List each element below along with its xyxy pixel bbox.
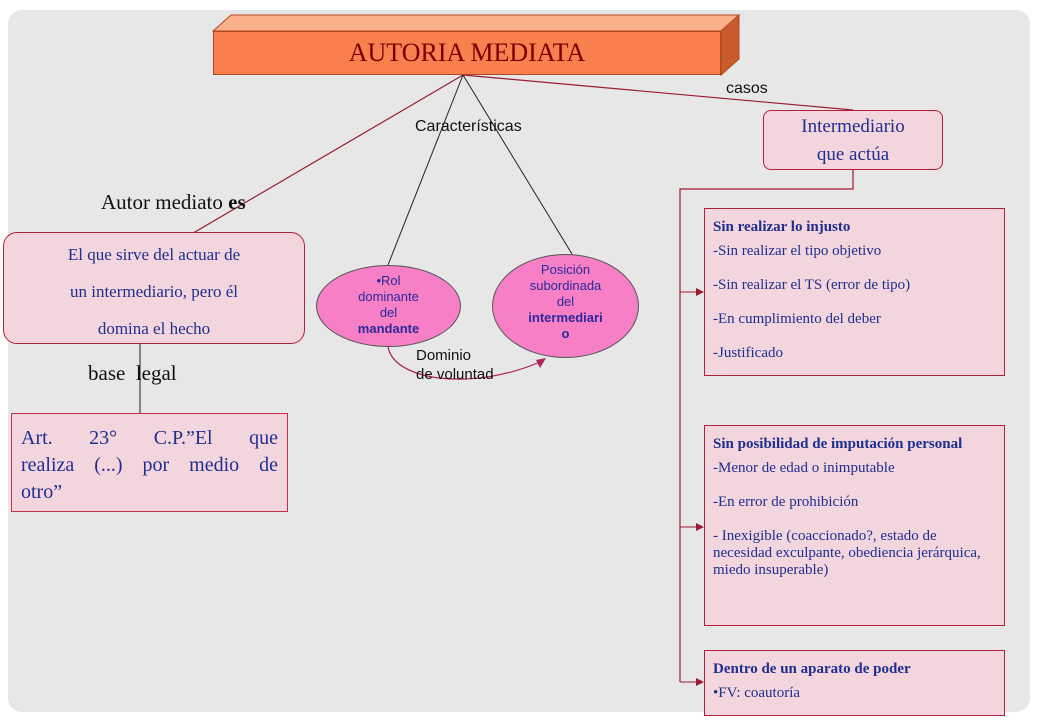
posicion-line4: intermediari <box>528 310 603 325</box>
rol-line4: mandante <box>357 321 420 336</box>
label-autor-mediato-es: es <box>228 190 246 214</box>
definition-box: El que sirve del actuar de un intermedia… <box>3 232 305 344</box>
case-box-injusto: Sin realizar lo injusto -Sin realizar el… <box>704 208 1005 376</box>
posicion-line1: Posición <box>540 262 591 277</box>
case-heading: Dentro de un aparato de poder <box>713 661 911 677</box>
case-item: -En error de prohibición <box>713 494 859 510</box>
definition-line3: domina el hecho <box>97 319 211 338</box>
case-heading: Sin posibilidad de imputación personal <box>713 436 963 452</box>
intermediario-line2: que actúa <box>816 144 890 165</box>
case-box-aparato: Dentro de un aparato de poder •FV: coaut… <box>704 650 1005 716</box>
case-item: - Inexigible (coaccionado?, estado de ne… <box>713 528 981 578</box>
definition-line1: El que sirve del actuar de <box>67 245 241 264</box>
label-autor-mediato-text: Autor mediato <box>101 190 223 214</box>
case-box-imputacion: Sin posibilidad de imputación personal -… <box>704 425 1005 626</box>
rol-line2: dominante <box>358 289 419 304</box>
label-autor-mediato: Autor mediato es <box>101 190 246 215</box>
rol-ellipse: •Rol dominante del mandante <box>316 265 461 347</box>
branch-arrowhead-3 <box>696 678 704 686</box>
case-item: -Menor de edad o inimputable <box>713 460 895 476</box>
rol-line1: •Rol <box>376 273 401 288</box>
label-dominio: Dominio <box>416 347 472 364</box>
article-line2: realiza (...) por medio de <box>21 454 278 476</box>
label-de-voluntad: de voluntad <box>416 366 494 383</box>
line-intermediario-bracket <box>679 170 854 682</box>
posicion-line5: o <box>561 326 570 341</box>
label-base-legal: base legal <box>88 361 177 385</box>
title-box: AUTORIA MEDIATA <box>213 31 721 75</box>
dominio-arrowhead <box>536 358 546 368</box>
rol-line3: del <box>379 305 398 320</box>
case-item: •FV: coautoría <box>713 685 801 701</box>
case-item: -Sin realizar el TS (error de tipo) <box>713 277 911 293</box>
title-box-top-face <box>211 14 741 32</box>
line-title-to-posicion <box>462 74 573 255</box>
article-line1: Art. 23° C.P.”El que <box>21 427 278 449</box>
title-box-side-face <box>720 13 740 77</box>
posicion-line3: del <box>556 294 575 309</box>
case-item: -Sin realizar el tipo objetivo <box>713 243 882 259</box>
branch-arrowhead-1 <box>696 288 704 296</box>
intermediario-box: Intermediario que actúa <box>763 110 943 170</box>
label-caracteristicas: Características <box>415 118 522 135</box>
dominio-arrow <box>387 345 541 380</box>
case-heading: Sin realizar lo injusto <box>713 219 851 235</box>
title-text: AUTORIA MEDIATA <box>348 38 586 67</box>
article-box: Art. 23° C.P.”El que realiza (...) por m… <box>11 413 288 512</box>
branch-arrowhead-2 <box>696 523 704 531</box>
label-casos: casos <box>726 80 768 97</box>
article-line3: otro” <box>21 481 63 503</box>
line-title-to-intermediario <box>462 74 854 111</box>
label-dominio-voluntad: Dominio de voluntad <box>416 346 494 384</box>
case-item: -Justificado <box>713 345 783 361</box>
case-item: -En cumplimiento del deber <box>713 311 881 327</box>
posicion-line2: subordinada <box>529 278 602 293</box>
posicion-ellipse: Posición subordinada del intermediari o <box>492 254 639 358</box>
definition-line2: un intermediario, pero él <box>69 282 239 301</box>
intermediario-line1: Intermediario <box>801 116 905 137</box>
line-title-to-rol <box>387 74 464 266</box>
